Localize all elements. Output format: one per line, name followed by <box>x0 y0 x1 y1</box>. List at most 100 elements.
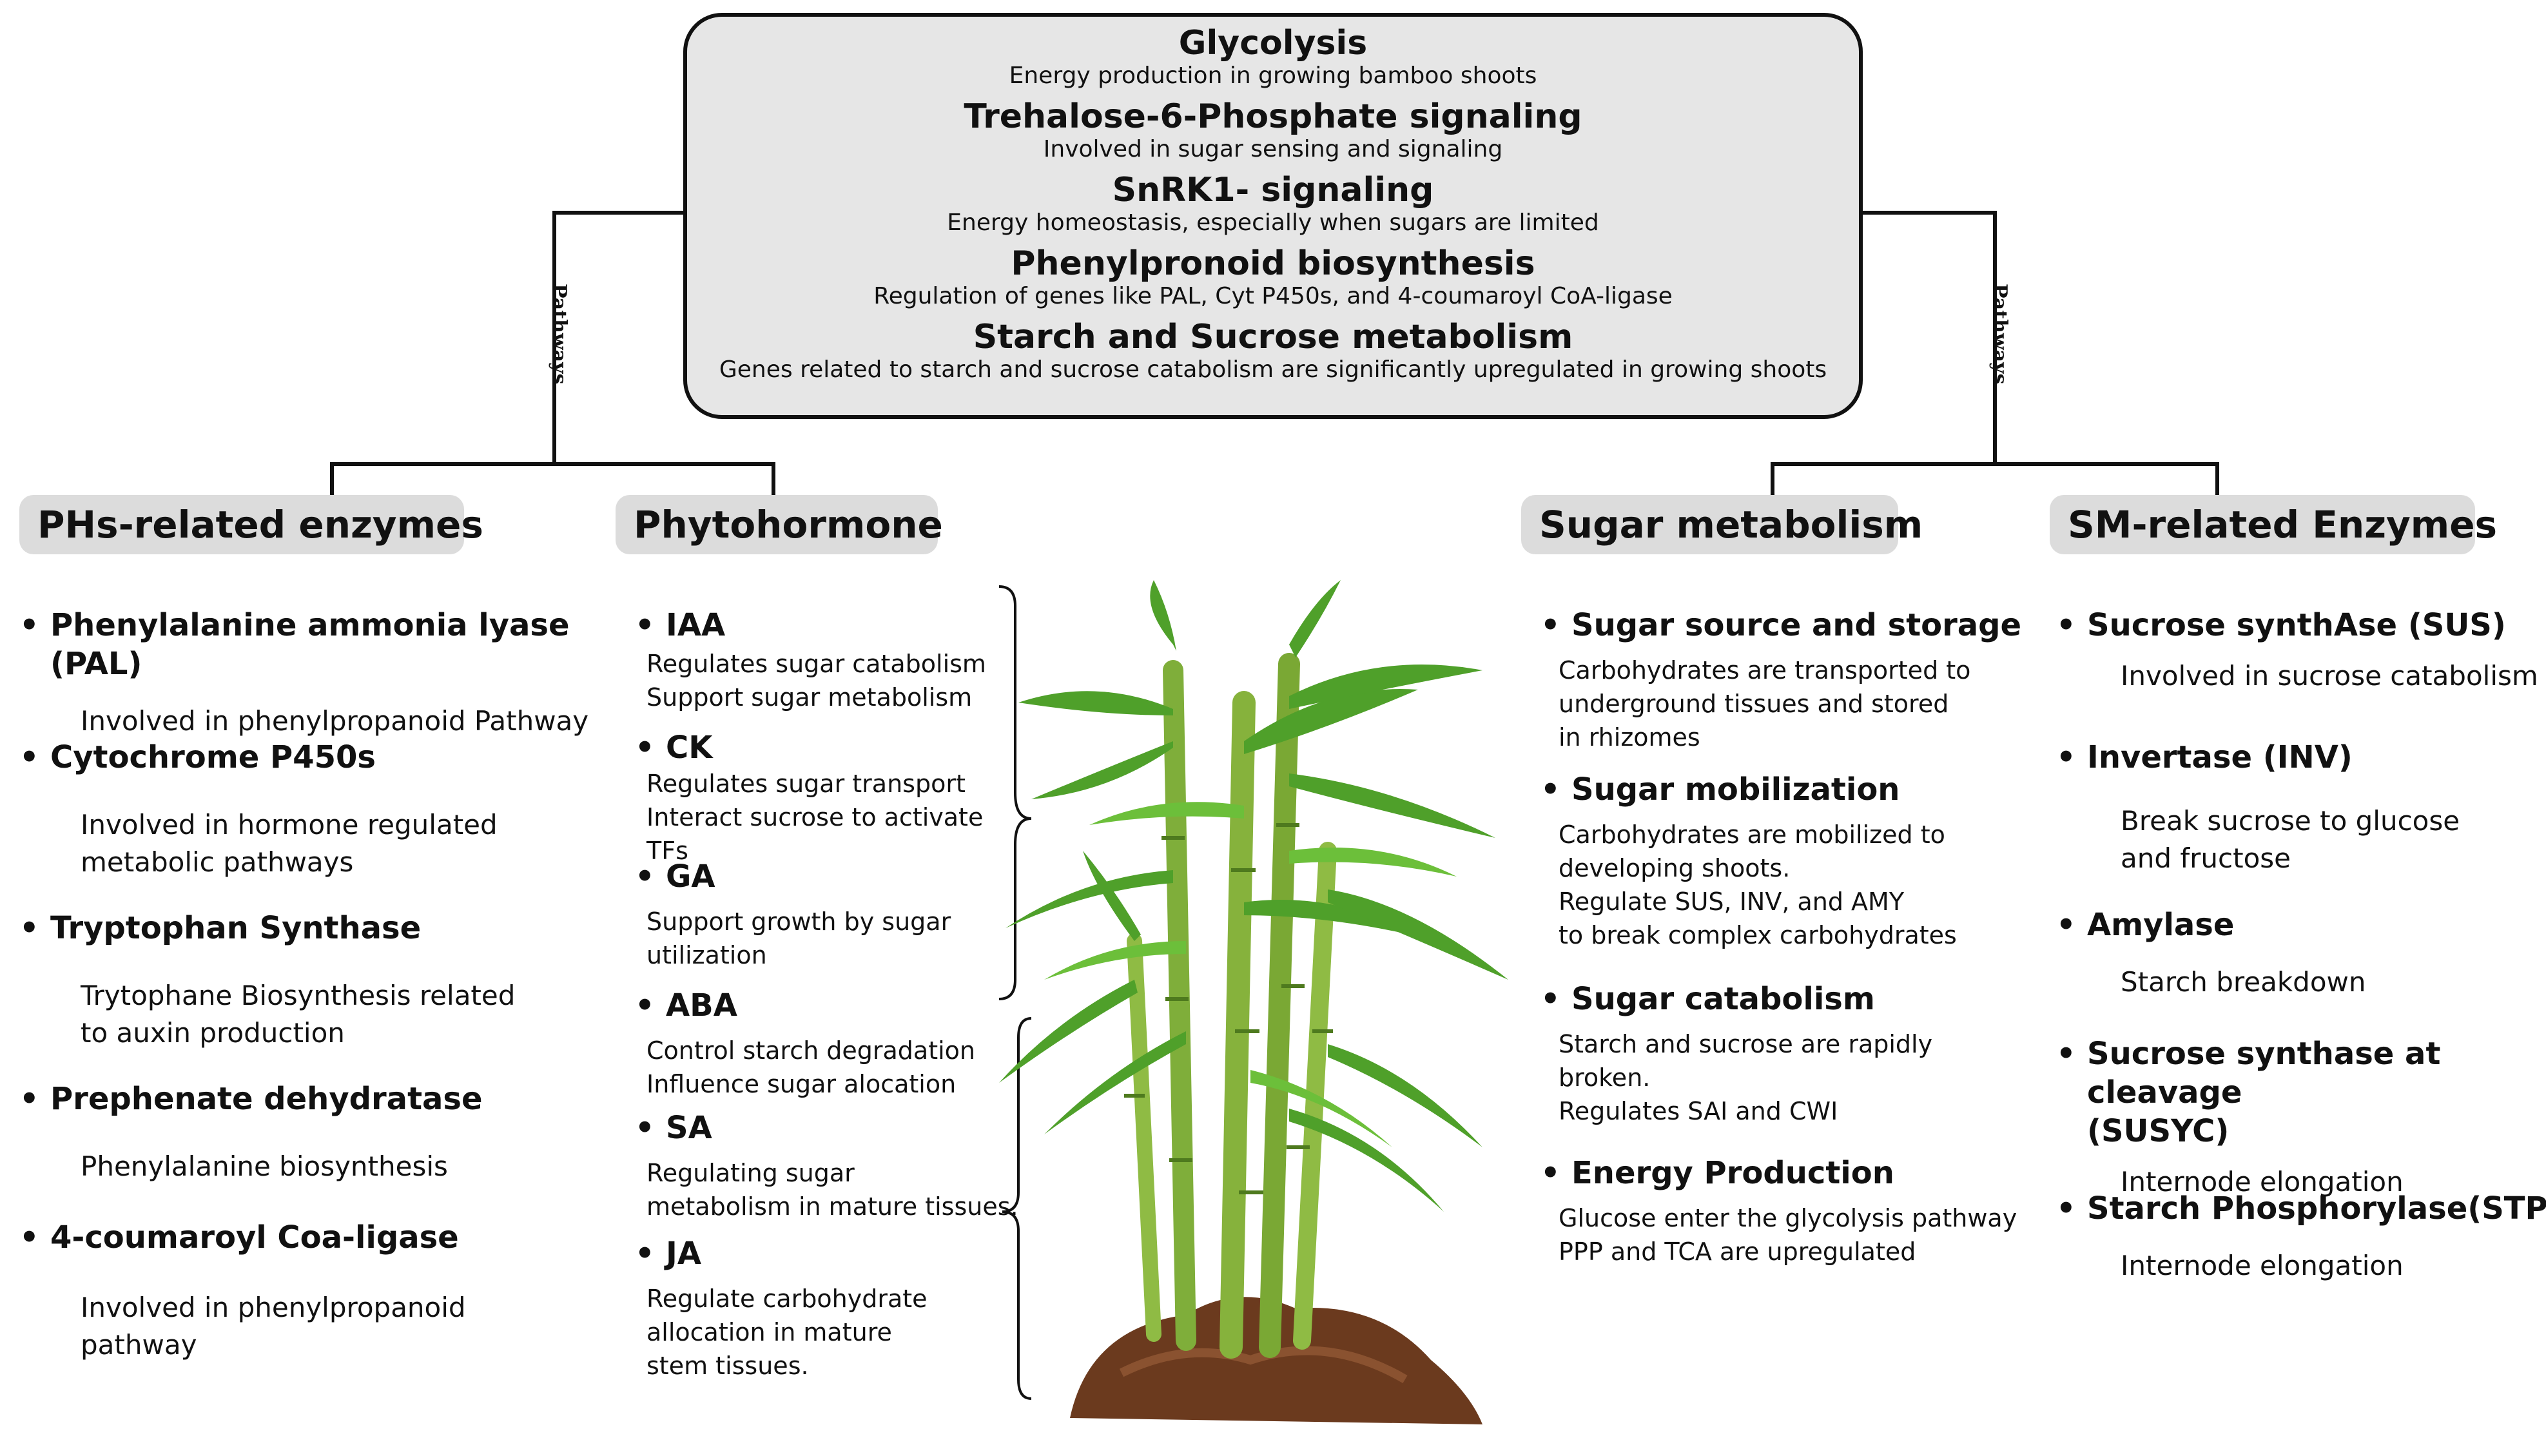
bullet-icon: • <box>635 859 655 895</box>
bullet-icon: • <box>2056 907 2076 943</box>
bullet-icon: • <box>1540 981 1560 1017</box>
item-description: Involved in phenylpropanoid Pathway <box>81 705 589 737</box>
pathway-desc-snrk1-signaling: Energy homeostasis, especially when suga… <box>947 209 1599 236</box>
pathways-label-right: Pathways <box>1988 284 2011 385</box>
item-title: SA <box>666 1110 712 1146</box>
item-description: Trytophane Biosynthesis related to auxin… <box>81 980 516 1049</box>
bullet-icon: • <box>19 607 39 643</box>
item-title: Tryptophan Synthase <box>50 910 422 946</box>
header-phs-enzymes: PHs-related enzymes <box>19 495 483 554</box>
list-item: • IAA Regulates sugar catabolism Support s… <box>635 606 986 714</box>
item-description: Control starch degradation Influence sug… <box>646 1036 975 1098</box>
item-title: Sucrose synthAse (SUS) <box>2087 607 2506 643</box>
item-title: Sugar source and storage <box>1571 607 2022 643</box>
bullet-icon: • <box>1540 1155 1560 1191</box>
list-item: •Invertase (INV)Break sucrose to glucose… <box>2056 738 2460 877</box>
item-description: Regulate carbohydrate allocation in matu… <box>646 1285 928 1380</box>
item-description: Starch breakdown <box>2121 966 2366 998</box>
item-title: Cytochrome P450s <box>50 739 376 775</box>
bullet-icon: • <box>635 987 655 1024</box>
item-title: JA <box>666 1236 702 1272</box>
item-title: IAA <box>666 607 726 643</box>
pathway-title-glycolysis: Glycolysis <box>1178 24 1368 63</box>
pathway-title-starch-and-sucrose-metabolism: Starch and Sucrose metabolism <box>973 318 1573 356</box>
list-item: • SA Regulating sugar metabolism in mature… <box>635 1109 1018 1223</box>
bullet-icon: • <box>2056 607 2076 643</box>
bullet-icon: • <box>2056 1036 2076 1072</box>
bamboo-illustration <box>999 580 1508 1424</box>
item-title: Sucrose synthase at cleavage (SUSYC) <box>2087 1036 2441 1149</box>
item-title: GA <box>666 859 715 895</box>
item-description: Internode elongation <box>2121 1166 2404 1198</box>
item-title: Starch Phosphorylase(STP) <box>2087 1190 2546 1227</box>
item-title: Prephenate dehydratase <box>50 1081 483 1117</box>
item-description: Starch and sucrose are rapidly broken. R… <box>1559 1030 1933 1125</box>
bullet-icon: • <box>2056 1190 2076 1227</box>
header-sm-enzymes: SM-related Enzymes <box>2050 495 2497 554</box>
item-title: CK <box>666 730 713 766</box>
list-item: • Starch Phosphorylase(STP) Internode elon… <box>2056 1189 2546 1285</box>
pathway-desc-trehalose-6-phosphate-signaling: Involved in sugar sensing and signaling <box>1043 136 1503 162</box>
list-item: • ABA Control starch degradation Influence… <box>635 986 975 1101</box>
item-description: Involved in hormone regulated metabolic … <box>81 809 498 878</box>
bullet-icon: • <box>19 1219 39 1256</box>
item-description: Carbohydrates are transported to undergr… <box>1559 656 1971 752</box>
item-title: Invertase (INV) <box>2087 739 2353 775</box>
pathway-connectors <box>330 211 2219 496</box>
pathway-desc-starch-and-sucrose-metabolism: Genes related to starch and sucrose cata… <box>719 356 1827 383</box>
bullet-icon: • <box>19 1081 39 1117</box>
item-description: Glucose enter the glycolysis pathway PPP… <box>1559 1204 2017 1266</box>
item-description: Phenylalanine biosynthesis <box>81 1150 448 1182</box>
bullet-icon: • <box>1540 772 1560 808</box>
item-title: Amylase <box>2087 907 2235 943</box>
sm-enzymes-column: • Sucrose synthAse (SUS) Involved in sucro… <box>2056 606 2546 1315</box>
bullet-icon: • <box>635 607 655 643</box>
item-description: Regulates sugar transport Interact sucro… <box>646 770 984 865</box>
item-description: Involved in phenylpropanoid pathway <box>81 1292 466 1361</box>
item-description: Regulating sugar metabolism in mature ti… <box>646 1159 1018 1221</box>
pathway-title-snrk1-signaling: SnRK1- signaling <box>1112 171 1434 209</box>
item-description: Support growth by sugar utilization <box>646 908 951 969</box>
bullet-icon: • <box>19 910 39 946</box>
list-item: • Sucrose synthase at cleavage (SUSYC) Int… <box>2056 1034 2540 1201</box>
phytohormone-brackets <box>998 585 1032 1400</box>
list-item: • Sucrose synthAse (SUS) Involved in sucro… <box>2056 606 2538 695</box>
phytohormone-column: • IAA Regulates sugar catabolism Support s… <box>635 606 1035 1418</box>
item-description: Break sucrose to glucose and fructose <box>2121 805 2460 874</box>
item-title: Sugar mobilization <box>1571 772 1900 808</box>
item-title: Phenylalanine ammonia lyase (PAL) <box>50 607 570 682</box>
item-title: 4-coumaroyl Coa-ligase <box>50 1219 459 1256</box>
item-description: Involved in sucrose catabolism <box>2121 660 2538 692</box>
list-item: • GA Support growth by sugar utilization <box>635 857 951 972</box>
item-description: Internode elongation <box>2121 1250 2404 1281</box>
bullet-icon: • <box>635 1110 655 1146</box>
item-description: Carbohydrates are mobilized to developin… <box>1559 820 1957 949</box>
item-title: ABA <box>666 987 737 1024</box>
pathway-title-trehalose-6-phosphate-signaling: Trehalose-6-Phosphate signaling <box>964 97 1582 136</box>
soil-mound <box>1070 1297 1482 1424</box>
phs-enzymes-column: • Phenylalanine ammonia lyase (PAL) Involv… <box>19 606 625 1418</box>
bullet-icon: • <box>1540 607 1560 643</box>
header-phytohormone: Phytohormone <box>616 495 943 554</box>
item-title: Energy Production <box>1571 1155 1894 1191</box>
bullet-icon: • <box>19 739 39 775</box>
pathway-desc-glycolysis: Energy production in growing bamboo shoo… <box>1009 63 1537 89</box>
item-title: Sugar catabolism <box>1571 981 1875 1017</box>
list-item: • Phenylalanine ammonia lyase (PAL) Involv… <box>19 606 625 740</box>
item-description: Regulates sugar catabolism Support sugar… <box>646 650 986 712</box>
pathways-label-left: Pathways <box>548 284 570 385</box>
